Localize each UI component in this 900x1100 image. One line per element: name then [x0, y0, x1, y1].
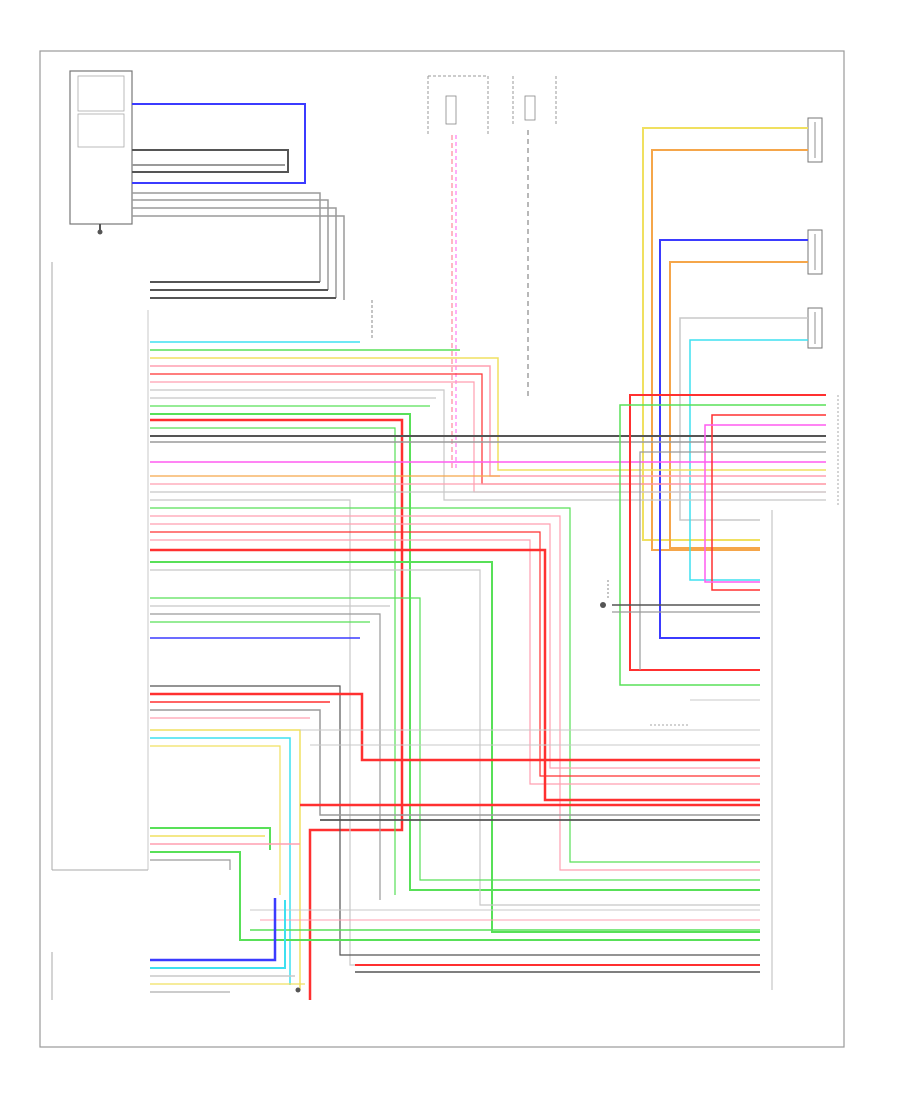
right-vertical-bundle [612, 394, 826, 701]
fuse-block-top [427, 75, 489, 135]
amplifier-bottom-feed [355, 964, 760, 973]
speaker-wires [642, 127, 808, 639]
right-front-speaker [807, 229, 823, 275]
left-front-speaker [807, 117, 823, 163]
ground-symbols [97, 229, 609, 993]
subwoofer [807, 307, 823, 349]
left-bottom-connector [51, 898, 305, 1000]
diagram-frame [39, 50, 845, 1048]
middle-harness [150, 597, 760, 990]
top-left-switch-wires [132, 103, 345, 300]
upper-harness [150, 341, 826, 1000]
top-left-switch [69, 70, 133, 230]
lower-harness [150, 803, 760, 941]
relay-top [512, 76, 557, 125]
stereo-amplifier [771, 395, 839, 990]
audio-unit [51, 262, 149, 871]
center-feeds [371, 130, 529, 470]
